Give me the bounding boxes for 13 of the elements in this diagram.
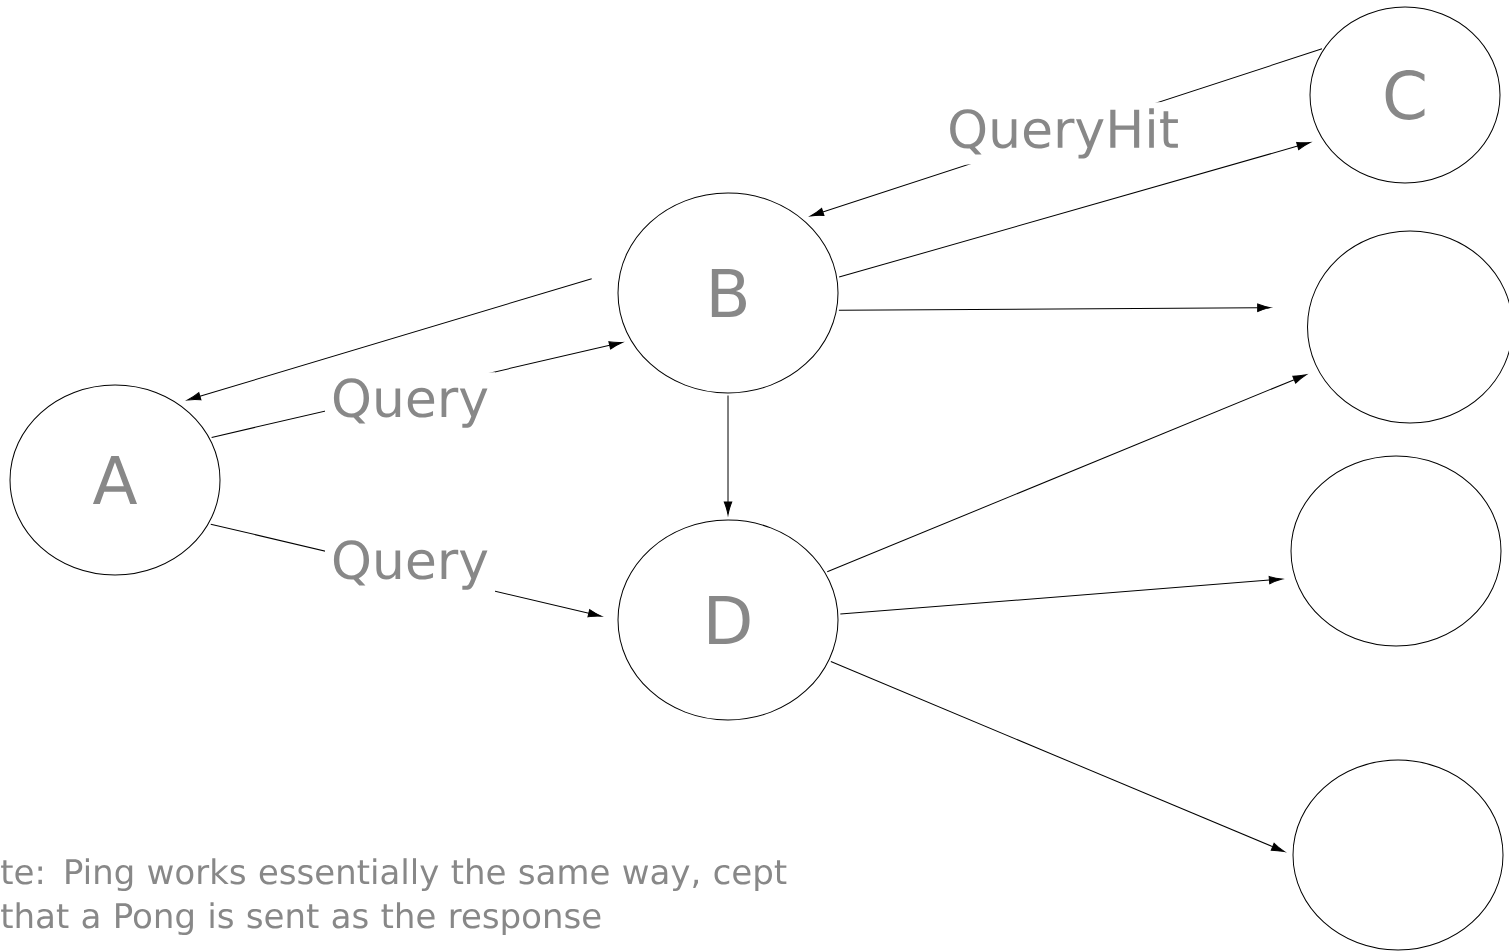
arrow — [187, 278, 593, 401]
arrow — [723, 395, 733, 516]
edge-label: Query — [325, 534, 496, 596]
peer-circle — [1290, 455, 1502, 647]
edge-label: QueryHit — [941, 102, 1186, 165]
note-text: te: Ping works essentially the same way, cept that a Pong is sent as the response — [1, 858, 787, 936]
arrow — [838, 303, 1271, 312]
arrow — [838, 141, 1311, 278]
arrow — [826, 374, 1307, 573]
peer-circle — [1292, 759, 1504, 951]
arrow — [839, 575, 1283, 615]
edge-label: Query — [325, 372, 496, 434]
arrow — [830, 661, 1285, 853]
